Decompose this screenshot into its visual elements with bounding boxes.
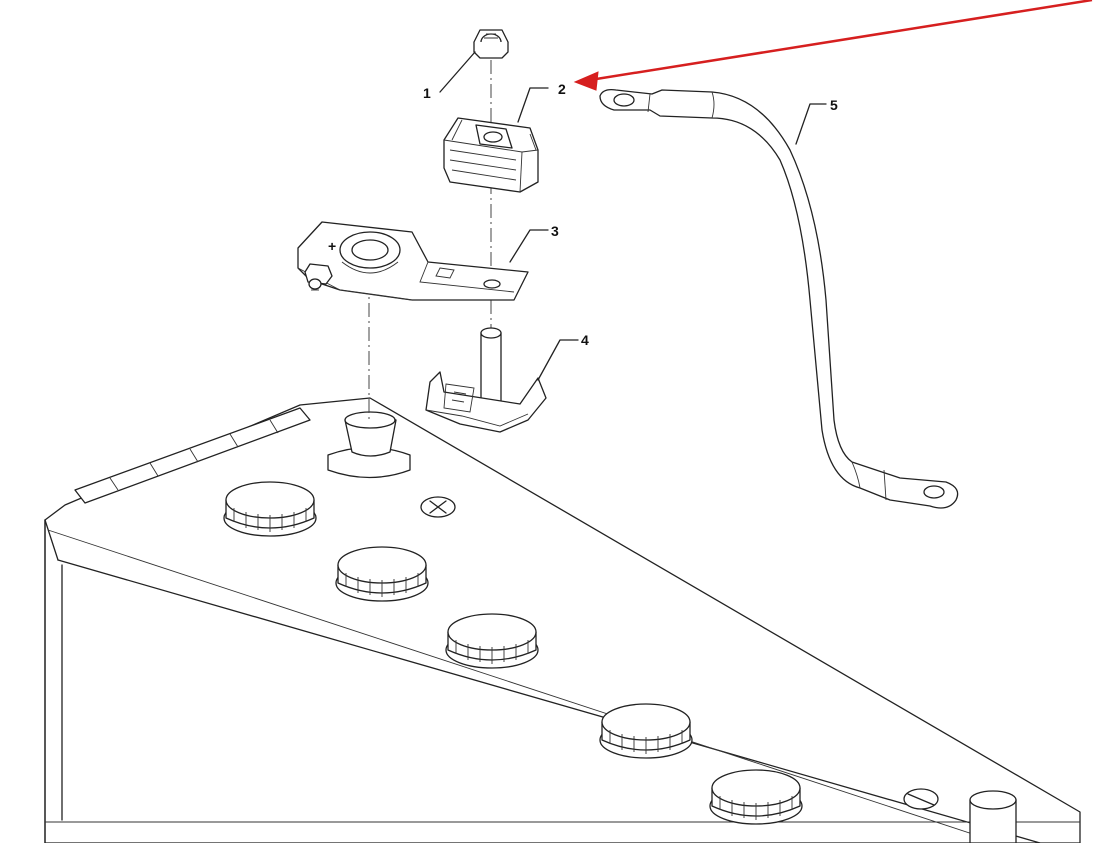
- vent-cap-icon: [223, 481, 317, 537]
- stud-bracket-icon: [425, 327, 547, 433]
- minus-mark-icon: [903, 788, 939, 810]
- leader-line: [509, 229, 549, 263]
- polarity-mark: +: [328, 238, 336, 254]
- terminal-clamp-icon: [443, 117, 539, 193]
- battery-post-icon: [327, 411, 411, 479]
- vent-cap-icon: [709, 769, 803, 825]
- leader-line: [517, 87, 549, 123]
- part-label-1: 1: [423, 85, 431, 101]
- vent-cap-icon: [335, 546, 429, 602]
- battery-post-negative-icon: [969, 790, 1017, 843]
- part-label-4: 4: [581, 332, 589, 348]
- leader-line: [439, 51, 476, 93]
- hex-nut-icon: [473, 29, 509, 59]
- plus-mark-icon: [420, 496, 456, 518]
- cable-strap-icon: [599, 88, 959, 509]
- highlight-arrow: [573, 0, 1093, 91]
- part-label-3: 3: [551, 223, 559, 239]
- vent-cap-icon: [599, 703, 693, 759]
- vent-cap-icon: [445, 613, 539, 669]
- terminal-lug-plate-icon: +: [297, 221, 529, 301]
- part-label-2: 2: [558, 81, 566, 97]
- battery-icon: [44, 397, 1081, 843]
- leader-line: [795, 103, 827, 145]
- part-label-5: 5: [830, 97, 838, 113]
- leader-line: [537, 339, 579, 381]
